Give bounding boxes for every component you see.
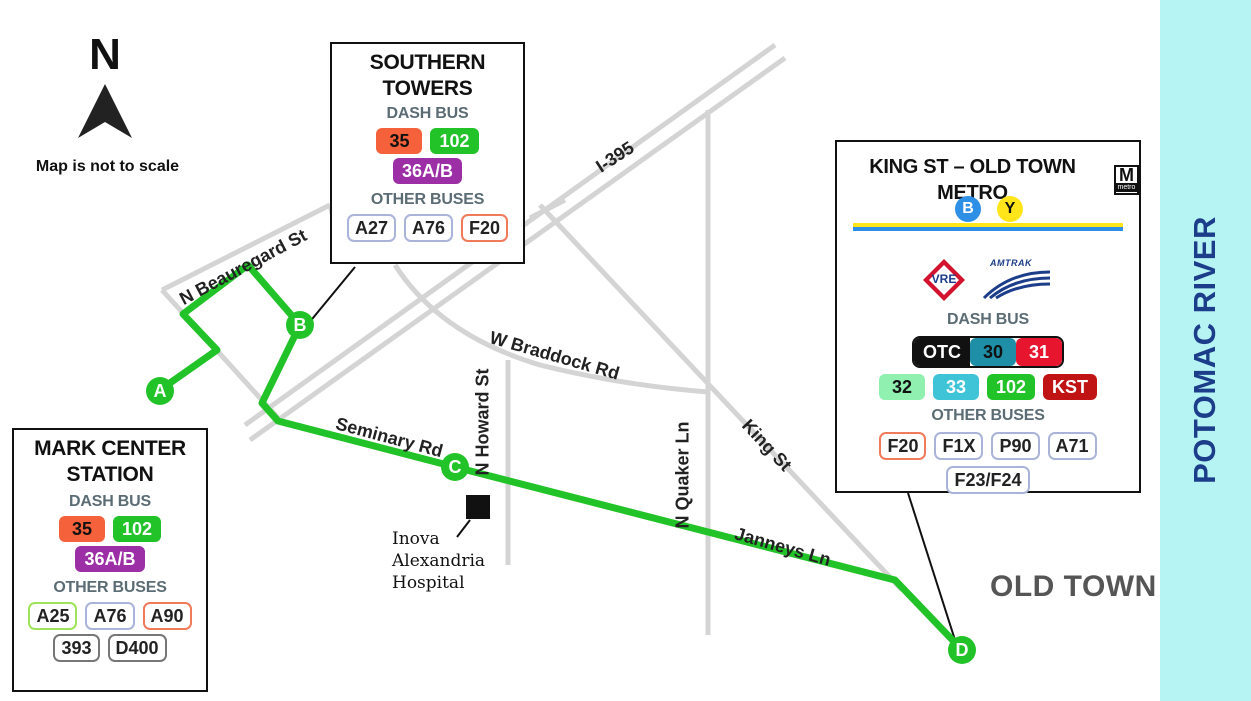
vre-logo-icon: VRE [922, 258, 966, 302]
metro-logo-icon: M metro [1113, 165, 1139, 195]
southern-towers-leader [307, 266, 356, 325]
hospital-leader [456, 519, 471, 538]
north-arrow-icon [78, 84, 132, 138]
hospital-marker [466, 495, 490, 519]
stop-b[interactable]: B [286, 311, 314, 339]
king-st-other-label: OTHER BUSES [931, 407, 1045, 424]
mark-center-title-1: MARK CENTER [34, 437, 186, 460]
dash-row1-group: OTC 30 31 [912, 336, 1064, 368]
route-f23-f24-badge: F23/F24 [946, 466, 1030, 494]
route-35-badge: 35 [376, 128, 423, 154]
king-st-road [538, 203, 904, 592]
amtrak-logo-icon: AMTRAK [980, 258, 1054, 302]
king-st-box: KING ST – OLD TOWN METRO M metro B Y VRE… [835, 140, 1141, 494]
route-36ab-badge: 36A/B [392, 158, 463, 184]
route-a90-badge: A90 [142, 602, 192, 630]
route-line [156, 261, 966, 654]
stop-a[interactable]: A [146, 377, 174, 405]
metro-lines-bar [853, 223, 1123, 231]
scale-note: Map is not to scale [35, 158, 180, 175]
mark-center-other-label: OTHER BUSES [53, 579, 167, 596]
route-kst-badge: KST [1043, 374, 1098, 400]
southern-towers-dash-label: DASH BUS [386, 105, 469, 122]
route-102-badge: 102 [986, 374, 1036, 400]
quaker-label: N Quaker Ln [672, 421, 693, 529]
king-st-stub-road [528, 197, 567, 221]
blue-line-icon: B [955, 196, 981, 222]
river-label: POTOMAC RIVER [1187, 216, 1222, 484]
route-a76-badge: A76 [403, 214, 454, 242]
hospital-label: Inova Alexandria Hospital [392, 529, 486, 593]
route-a25-badge: A25 [28, 602, 78, 630]
potomac-river [1160, 0, 1251, 701]
southern-towers-title-2: TOWERS [382, 77, 473, 100]
yellow-line-icon: Y [997, 196, 1023, 222]
north-letter: N [89, 30, 121, 79]
southern-towers-title-1: SOUTHERN [369, 51, 486, 74]
route-f20-badge: F20 [461, 214, 509, 242]
north-arrow: N [60, 30, 150, 145]
route-a76-badge: A76 [85, 602, 135, 630]
mark-center-title-2: STATION [66, 463, 154, 486]
mark-center-box: MARK CENTER STATION DASH BUS 35 102 36A/… [12, 428, 208, 692]
mark-center-dash-label: DASH BUS [69, 493, 151, 510]
route-35-badge: 35 [58, 516, 105, 542]
route-32-badge: 32 [878, 374, 925, 400]
route-p90-badge: P90 [991, 432, 1040, 460]
southern-towers-box: SOUTHERN TOWERS DASH BUS 35 102 36A/B OT… [330, 42, 525, 264]
stop-d[interactable]: D [948, 636, 976, 664]
route-f20-badge: F20 [879, 432, 927, 460]
route-36ab-badge: 36A/B [75, 546, 145, 572]
route-d400-badge: D400 [107, 634, 167, 662]
route-33-badge: 33 [932, 374, 979, 400]
king-st-title: KING ST – OLD TOWN METRO [869, 156, 1076, 204]
howard-label: N Howard St [472, 368, 493, 476]
route-30-badge: 30 [970, 338, 1016, 366]
route-a71-badge: A71 [1047, 432, 1097, 460]
route-f1x-badge: F1X [934, 432, 984, 460]
king-st-leader [907, 492, 956, 641]
route-31-badge: 31 [1016, 338, 1062, 366]
route-102-badge: 102 [430, 128, 479, 154]
old-town-label: OLD TOWN [990, 570, 1157, 603]
stop-c[interactable]: C [441, 453, 469, 481]
route-a27-badge: A27 [346, 214, 396, 242]
route-102-badge: 102 [112, 516, 162, 542]
braddock-road [392, 263, 709, 395]
beauregard-road [160, 202, 332, 293]
southern-towers-other-label: OTHER BUSES [370, 191, 485, 208]
route-393-badge: 393 [53, 634, 100, 662]
king-st-dash-label: DASH BUS [947, 311, 1029, 328]
route-otc-badge: OTC [914, 338, 970, 366]
